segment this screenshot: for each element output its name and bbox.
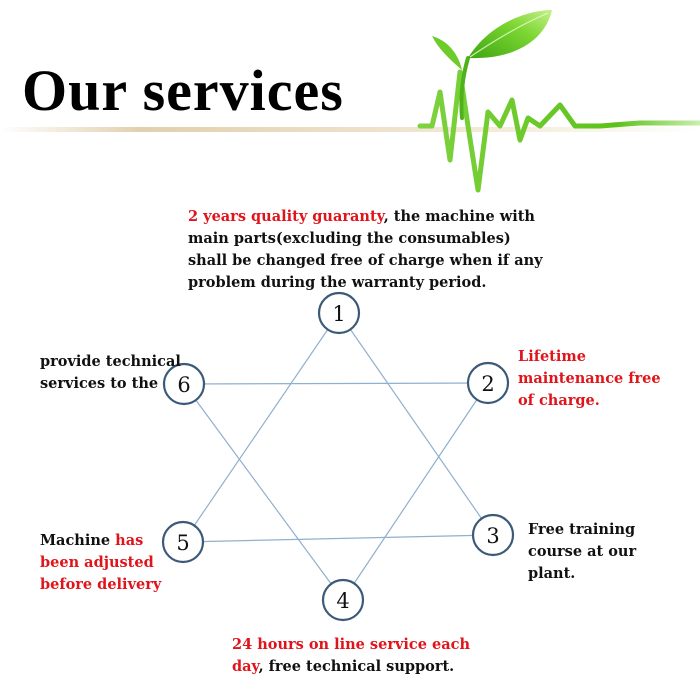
edge-2-4 [342, 382, 489, 601]
service-3-line-3: plant. [528, 565, 576, 582]
node-2: 2 [466, 361, 510, 405]
node-5-label: 5 [176, 531, 189, 555]
service-1-text: 2 years quality guaranty, the machine wi… [188, 206, 543, 294]
node-6-label: 6 [177, 373, 190, 397]
service-1-line-3: shall be changed free of charge when if … [188, 252, 543, 269]
node-3-label: 3 [486, 524, 499, 548]
edge-1-3 [338, 312, 494, 536]
service-4-text: 24 hours on line service each day, free … [232, 634, 470, 678]
leaf-heartbeat-icon [417, 10, 700, 193]
service-5-line-3: before delivery [40, 576, 162, 593]
service-4-line-1: 24 hours on line service each [232, 636, 470, 653]
service-2-line-1: Lifetime [518, 348, 586, 365]
service-2-line-3: of charge. [518, 392, 600, 409]
service-4-highlight: day [232, 658, 259, 675]
node-1: 1 [317, 291, 361, 335]
service-5-lead: Machine [40, 532, 116, 549]
service-5-text: Machine has been adjusted before deliver… [40, 530, 161, 596]
service-4-line-2: , free technical support. [258, 658, 455, 675]
service-2-text: Lifetime maintenance free of charge. [518, 346, 661, 412]
page-title: Our services [22, 58, 344, 123]
edge-6-2 [183, 382, 489, 385]
service-6-line-2: services to the [40, 375, 159, 392]
service-6-line-1: provide technical [40, 353, 181, 370]
node-6: 6 [162, 362, 206, 406]
edge-4-6 [183, 383, 344, 601]
node-1-label: 1 [332, 302, 345, 326]
service-1-line-1: , the machine with [383, 208, 535, 225]
node-4: 4 [321, 578, 365, 622]
edge-3-5 [182, 534, 494, 543]
service-5-highlight: has [115, 532, 144, 549]
service-1-line-2: main parts(excluding the consumables) [188, 230, 511, 247]
service-3-line-2: course at our [528, 543, 637, 560]
service-3-text: Free training course at our plant. [528, 519, 636, 585]
node-5: 5 [161, 520, 205, 564]
service-6-text: provide technical services to the [40, 351, 181, 395]
node-3: 3 [471, 513, 515, 557]
service-1-highlight: 2 years quality guaranty [188, 208, 384, 225]
edge-5-1 [182, 312, 340, 543]
service-3-line-1: Free training [528, 521, 636, 538]
service-5-line-2: been adjusted [40, 554, 154, 571]
service-1-line-4: problem during the warranty period. [188, 274, 487, 291]
node-2-label: 2 [481, 372, 494, 396]
service-2-line-2: maintenance free [518, 370, 661, 387]
title-underline [0, 127, 700, 132]
node-4-label: 4 [336, 589, 349, 613]
